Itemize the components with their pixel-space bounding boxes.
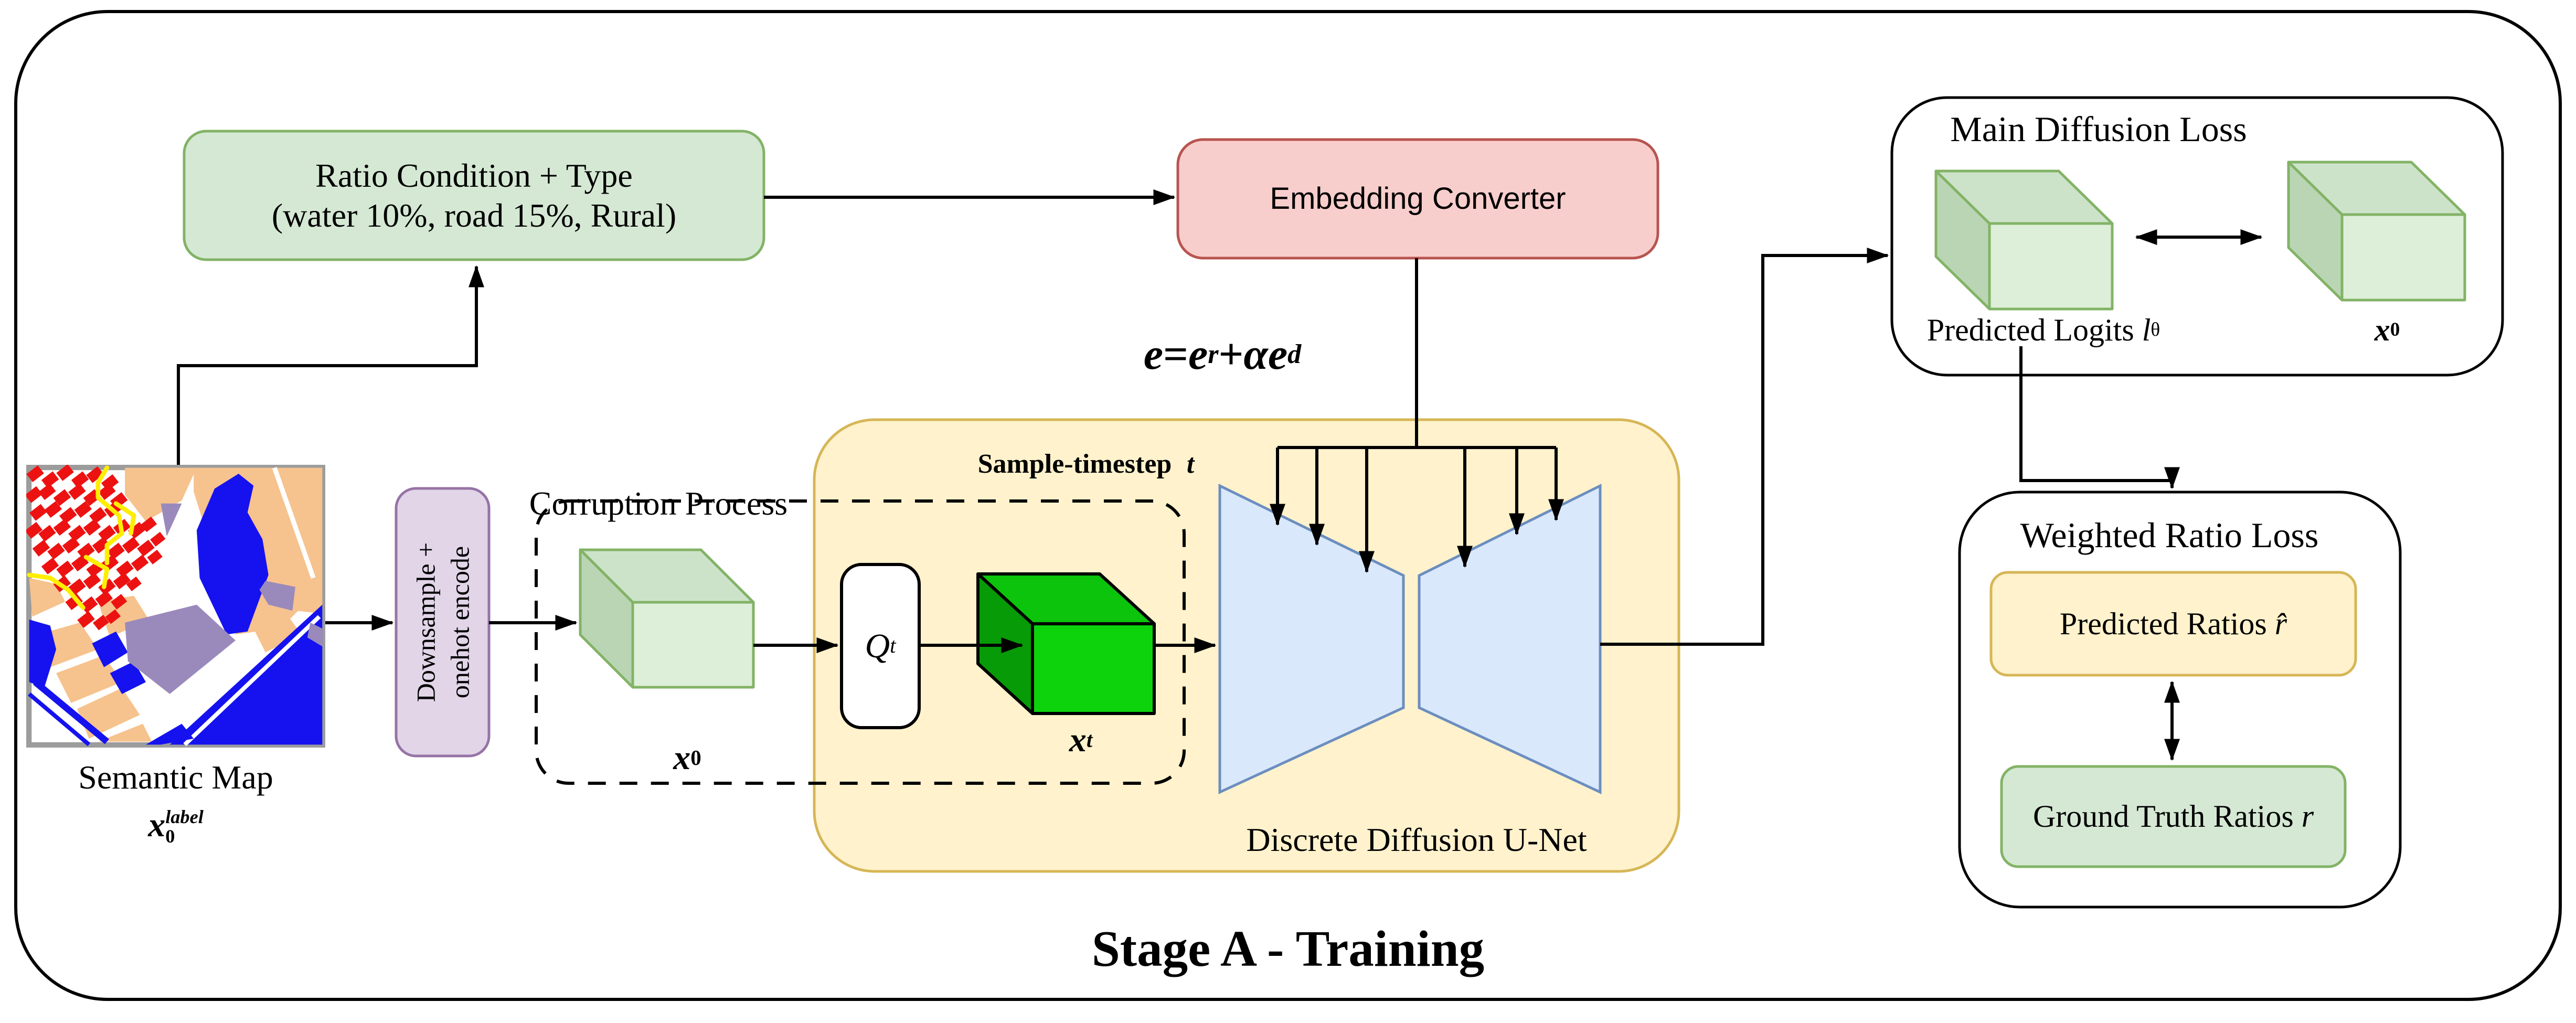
ground-truth-ratios-label: Ground Truth Ratios r (2032, 799, 2314, 834)
corruption-process-label: Corruption Process (529, 485, 788, 523)
arrow-map-to-ratio (177, 265, 484, 465)
map-roads (27, 465, 136, 610)
arrow-logits-to-ratio-loss (2019, 346, 2180, 489)
ratio-condition-box (183, 130, 765, 261)
x0-cube-front (631, 601, 755, 689)
predicted-logits-cube-front (1988, 222, 2114, 311)
stage-frame (14, 10, 2562, 1001)
predicted-ratios-box (1989, 571, 2357, 677)
semantic-map-caption: Semantic Map (78, 759, 273, 796)
predicted-ratios-label: Predicted Ratios r̂ (2059, 606, 2287, 641)
embedding-converter-label: Embedding Converter (1270, 181, 1566, 216)
corruption-dashed-box (535, 499, 1186, 785)
x0-cube (579, 548, 755, 689)
stage-title: Stage A - Training (1091, 921, 1485, 977)
predicted-logits-cube (1934, 169, 2114, 311)
arrow-unet-to-main-loss (1600, 248, 1889, 646)
unet-encoder (1218, 483, 1405, 794)
ratio-condition-line2: (water 10%, road 15%, Rural) (271, 196, 677, 234)
x0-target-cube-front (2340, 213, 2466, 302)
ratio-condition-label: Ratio Condition + Type (water 10%, road … (184, 131, 764, 260)
xt-cube (976, 572, 1156, 715)
xt-cube-front (1031, 622, 1156, 715)
weighted-ratio-loss-title: Weighted Ratio Loss (2020, 515, 2319, 555)
downsample-label: Downsample + onehot encode (410, 542, 474, 702)
downsample-label-wrap: Downsample + onehot encode (396, 488, 489, 756)
map-buildings (26, 465, 166, 631)
map-water (28, 474, 323, 747)
map-zones (125, 503, 323, 694)
semantic-map-image (26, 465, 325, 748)
ground-truth-ratios-box (2000, 765, 2347, 868)
x0-target-cube (2287, 161, 2466, 302)
main-diffusion-loss-title: Main Diffusion Loss (1950, 109, 2247, 149)
ratio-condition-line1: Ratio Condition + Type (315, 156, 633, 194)
unet-label: Discrete Diffusion U-Net (1246, 820, 1587, 858)
